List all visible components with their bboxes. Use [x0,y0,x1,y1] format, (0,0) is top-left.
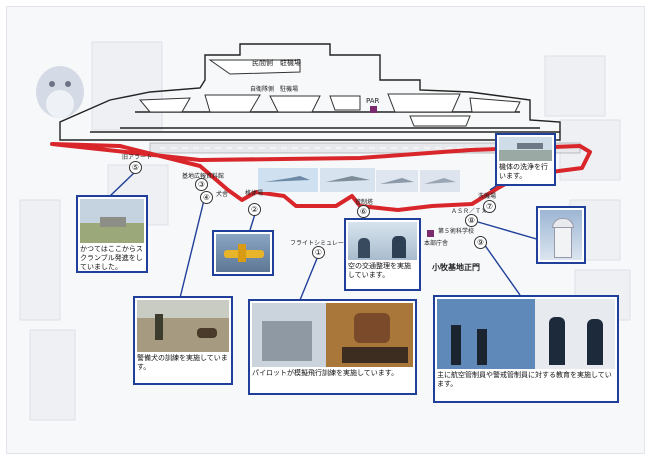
caption-tower: 空の交通整理を実施しています。 [348,262,411,279]
photo-flight-sim [252,303,413,367]
callout-hangar[interactable] [212,230,274,276]
marker-9[interactable]: ⑨ [474,236,487,249]
marker-8[interactable]: ⑧ [465,214,478,227]
label-kennel: 犬舎 [216,191,229,198]
label-old-alert: 旧アラート [122,154,153,161]
marker-7[interactable]: ⑦ [483,200,496,213]
marker-5[interactable]: ⑤ [129,161,142,174]
callout-flight-sim[interactable]: パイロットが模擬飛行訓練を実施しています。 [248,299,417,395]
callout-old-alert[interactable]: かつてはここからスクランブル発進をしていました。 [76,195,148,273]
label-asr: ＡＳＲ／ＴＸ [451,208,488,215]
mascot [36,66,84,118]
marker-3[interactable]: ③ [195,178,208,191]
callout-school[interactable]: 主に航空管制員や警戒管制員に対する教育を実施しています。 [433,295,619,403]
label-main-gate: 小牧基地正門 [432,263,480,272]
caption-wash: 機体の洗浄を行います。 [499,163,548,180]
caption-kennel: 警備犬の訓練を実施しています。 [137,354,228,371]
label-par: PAR [366,97,380,105]
marker-1[interactable]: ① [312,246,325,259]
label-museum: 基地広報資料館 [182,173,225,180]
label-school: 第５術科学校 [438,228,475,235]
label-flight-sim: フライトシミュレーター [290,240,356,247]
callout-tower[interactable]: 空の交通整理を実施しています。 [344,218,421,291]
marker-6[interactable]: ⑥ [357,205,370,218]
callout-asr[interactable] [536,206,586,264]
label-jsdf-parking: 自衛隊側 駐機場 [250,86,299,93]
caption-old-alert: かつてはここからスクランブル発進をしていました。 [80,245,143,271]
caption-flight-sim: パイロットが模擬飛行訓練を実施しています。 [252,369,399,377]
label-tower: 管制塔 [355,199,374,206]
caption-school: 主に航空管制員や警戒管制員に対する教育を実施しています。 [437,371,612,388]
photo-tower [348,222,417,260]
callout-kennel[interactable]: 警備犬の訓練を実施しています。 [133,296,233,385]
label-hangar: 格体場 [245,190,264,197]
label-civil-parking: 民間側 駐機場 [252,59,301,67]
photo-old-alert [80,199,144,243]
photo-kennel [137,300,229,352]
photo-wash [499,137,552,161]
photo-hangar [216,234,270,272]
label-hq: 本部庁舎 [424,240,449,247]
photo-asr [540,210,582,260]
photo-school [437,299,615,369]
marker-2[interactable]: ② [248,203,261,216]
label-wash: 洗機場 [478,193,497,200]
marker-4[interactable]: ④ [200,191,213,204]
callout-wash[interactable]: 機体の洗浄を行います。 [495,133,556,186]
